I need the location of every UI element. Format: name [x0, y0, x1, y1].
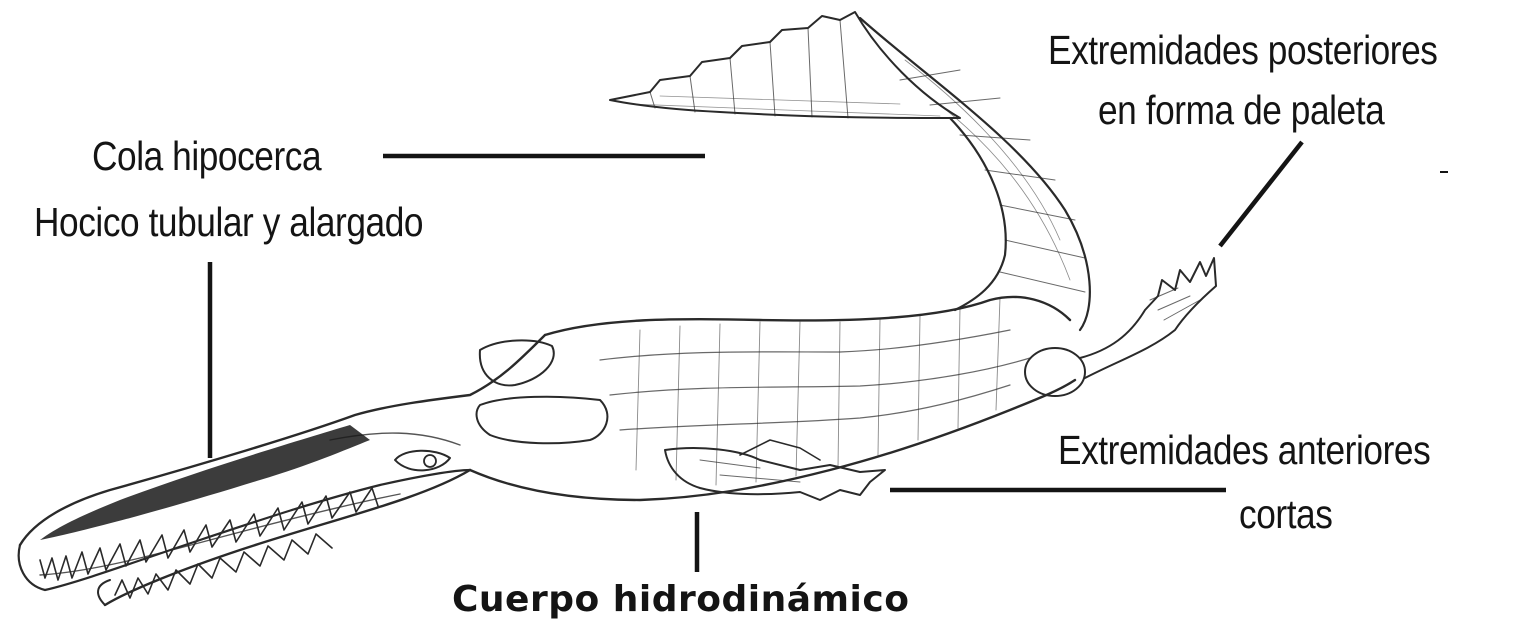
label-fore-limbs-line2: cortas [1239, 490, 1332, 538]
teeth [40, 488, 378, 598]
label-body: Cuerpo hidrodinámico [452, 576, 909, 624]
label-hind-limbs-line2: en forma de paleta [1098, 86, 1384, 134]
fore-limb [665, 440, 885, 500]
label-fore-limbs-line1: Extremidades anteriores [1058, 426, 1430, 474]
hind-limbs-leader-line [1220, 142, 1302, 246]
label-hind-limbs-line1: Extremidades posteriores [1048, 26, 1437, 74]
body [470, 297, 1075, 500]
snout-shading [40, 425, 370, 540]
hind-limb [1025, 258, 1216, 396]
label-snout: Hocico tubular y alargado [34, 198, 423, 246]
jaws [19, 470, 470, 605]
tail-fin [610, 12, 960, 118]
label-tail: Cola hipocerca [92, 132, 321, 180]
